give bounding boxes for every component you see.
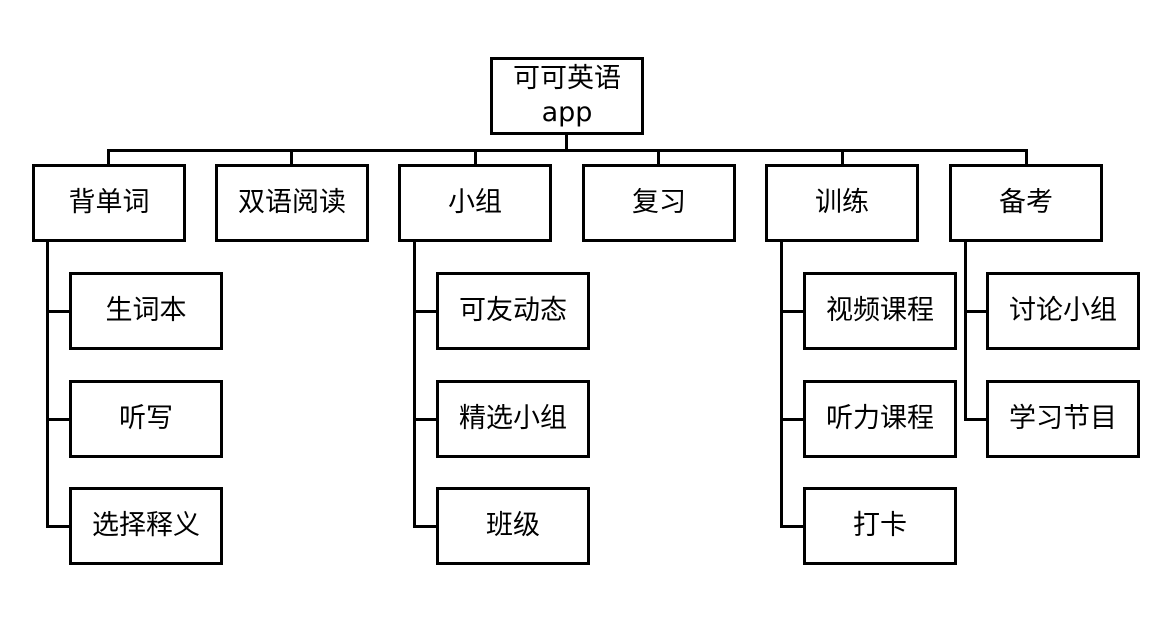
category-node: 备考	[949, 164, 1103, 242]
child-node: 精选小组	[436, 380, 590, 458]
child-label: 讨论小组	[1009, 295, 1117, 327]
child-label: 视频课程	[826, 295, 934, 327]
child-label: 听写	[119, 403, 173, 435]
category-node: 训练	[765, 164, 919, 242]
child-node: 听力课程	[803, 380, 957, 458]
child-node: 听写	[69, 380, 223, 458]
child-label: 听力课程	[826, 403, 934, 435]
connector	[1025, 149, 1028, 165]
category-label: 双语阅读	[238, 187, 346, 219]
connector	[841, 149, 844, 165]
category-label: 复习	[632, 187, 686, 219]
child-node: 选择释义	[69, 487, 223, 565]
connector	[413, 241, 416, 528]
connector	[565, 134, 568, 151]
category-label: 训练	[815, 187, 869, 219]
connector	[107, 149, 1028, 152]
connector	[780, 310, 805, 313]
connector	[413, 418, 438, 421]
category-node: 小组	[398, 164, 552, 242]
connector	[46, 241, 49, 528]
child-label: 选择释义	[92, 510, 200, 542]
connector	[780, 525, 805, 528]
child-label: 精选小组	[459, 403, 567, 435]
root-title: 可可英语	[513, 63, 621, 95]
category-label: 备考	[999, 187, 1053, 219]
connector	[290, 149, 293, 165]
connector	[46, 525, 71, 528]
connector	[474, 149, 477, 165]
connector	[657, 149, 660, 165]
child-node: 学习节目	[986, 380, 1140, 458]
category-label: 小组	[448, 187, 502, 219]
root-node: 可可英语 app	[490, 57, 644, 135]
child-label: 打卡	[853, 510, 907, 542]
category-node: 背单词	[32, 164, 186, 242]
connector	[780, 418, 805, 421]
connector	[107, 149, 110, 165]
child-node: 讨论小组	[986, 272, 1140, 350]
child-label: 生词本	[105, 295, 187, 327]
connector	[964, 418, 989, 421]
connector	[46, 418, 71, 421]
child-label: 可友动态	[459, 295, 567, 327]
child-node: 班级	[436, 487, 590, 565]
connector	[964, 310, 989, 313]
category-node: 双语阅读	[215, 164, 369, 242]
connector	[413, 310, 438, 313]
category-node: 复习	[582, 164, 736, 242]
child-label: 学习节目	[1009, 403, 1117, 435]
child-node: 视频课程	[803, 272, 957, 350]
child-label: 班级	[486, 510, 540, 542]
connector	[413, 525, 438, 528]
root-subtitle: app	[541, 97, 593, 128]
child-node: 生词本	[69, 272, 223, 350]
connector	[964, 241, 967, 421]
category-label: 背单词	[68, 187, 150, 219]
child-node: 可友动态	[436, 272, 590, 350]
connector	[780, 241, 783, 528]
child-node: 打卡	[803, 487, 957, 565]
connector	[46, 310, 71, 313]
